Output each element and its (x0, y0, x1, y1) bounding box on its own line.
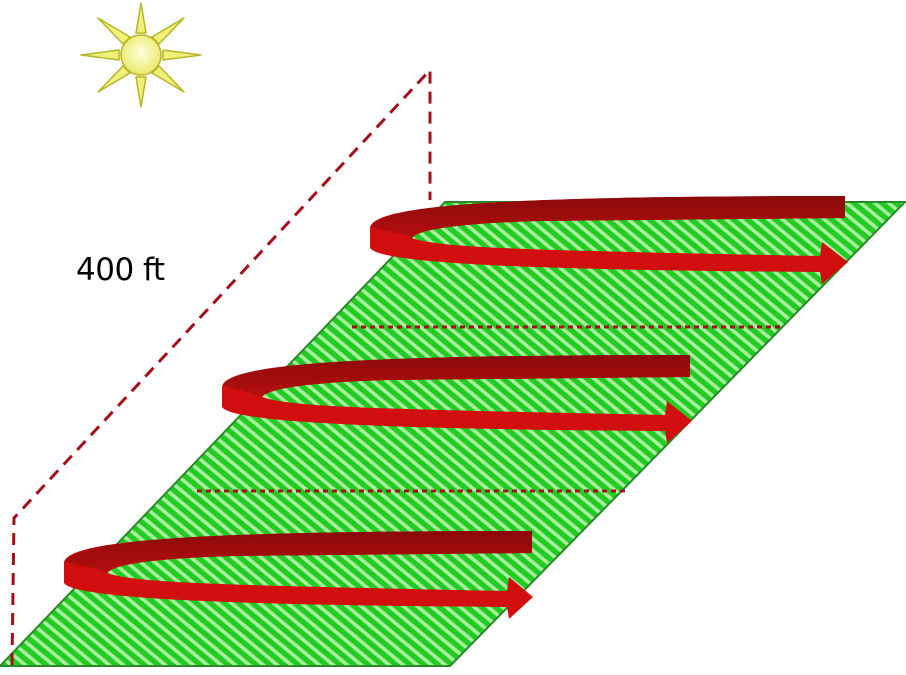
sun-icon (80, 2, 202, 108)
curved-arrow-icon (64, 531, 533, 619)
curved-arrow-icon (222, 355, 692, 443)
height-label: 400 ft (76, 252, 165, 288)
height-dashed-line (10, 66, 432, 666)
curved-arrow-icon (370, 196, 848, 284)
